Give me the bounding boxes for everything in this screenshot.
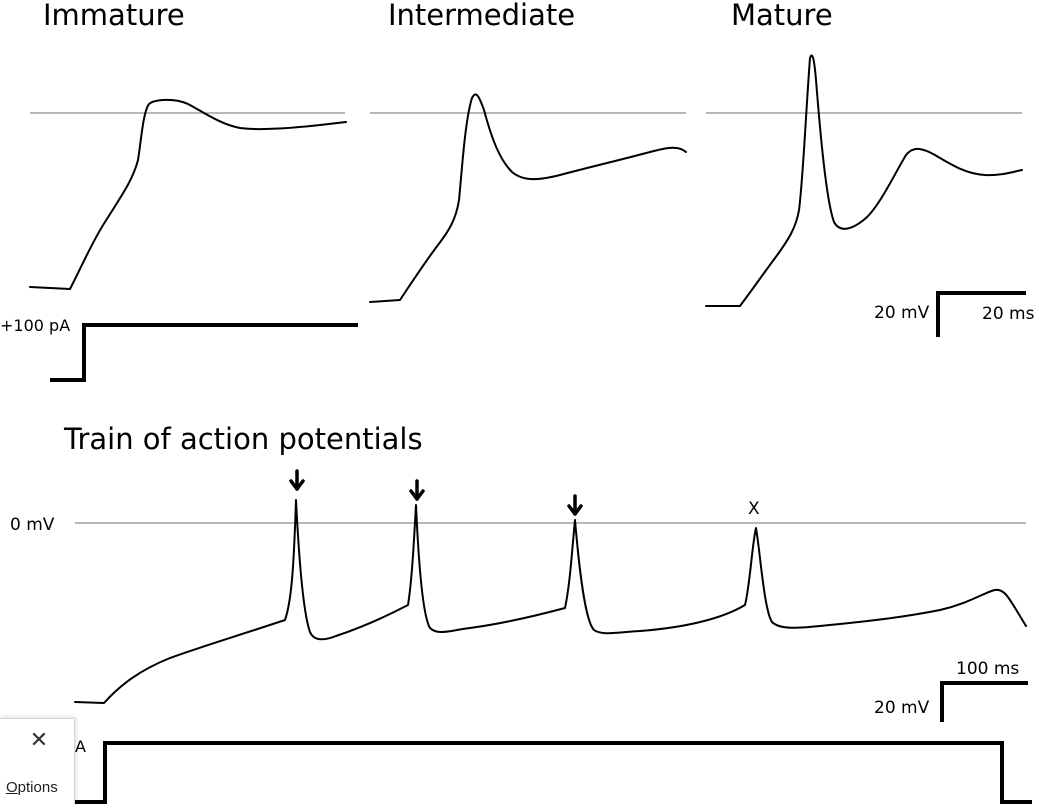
trace-mature (705, 54, 1023, 307)
stimulus-label-bottom-fragment: A (75, 737, 86, 756)
spike-arrow-1 (289, 469, 305, 491)
scale-voltage-top: 20 mV (874, 303, 930, 323)
scale-bar-bottom (940, 681, 1028, 722)
zero-mv-label: 0 mV (10, 515, 55, 535)
scale-time-bottom: 100 ms (956, 659, 1019, 679)
panel-title-intermediate: Intermediate (388, 0, 575, 32)
options-panel: ✕ Options (0, 718, 75, 805)
trace-immature (29, 98, 347, 290)
panel-title-immature: Immature (43, 0, 185, 32)
stimulus-step-bottom (58, 741, 1032, 804)
spike-arrow-2 (409, 479, 425, 501)
stimulus-label-top: +100 pA (0, 316, 70, 335)
spike-arrow-3 (567, 494, 583, 516)
trace-train (74, 499, 1027, 704)
failed-spike-marker: X (748, 499, 760, 519)
scale-voltage-bottom: 20 mV (874, 698, 930, 718)
train-title: Train of action potentials (63, 422, 423, 456)
trace-intermediate (369, 93, 687, 303)
panel-title-mature: Mature (731, 0, 833, 32)
stimulus-step-top (50, 323, 358, 382)
scale-bar-top (936, 291, 1026, 337)
options-button[interactable]: Options (6, 779, 58, 796)
close-icon[interactable]: ✕ (29, 727, 49, 752)
scale-time-top: 20 ms (982, 304, 1035, 324)
